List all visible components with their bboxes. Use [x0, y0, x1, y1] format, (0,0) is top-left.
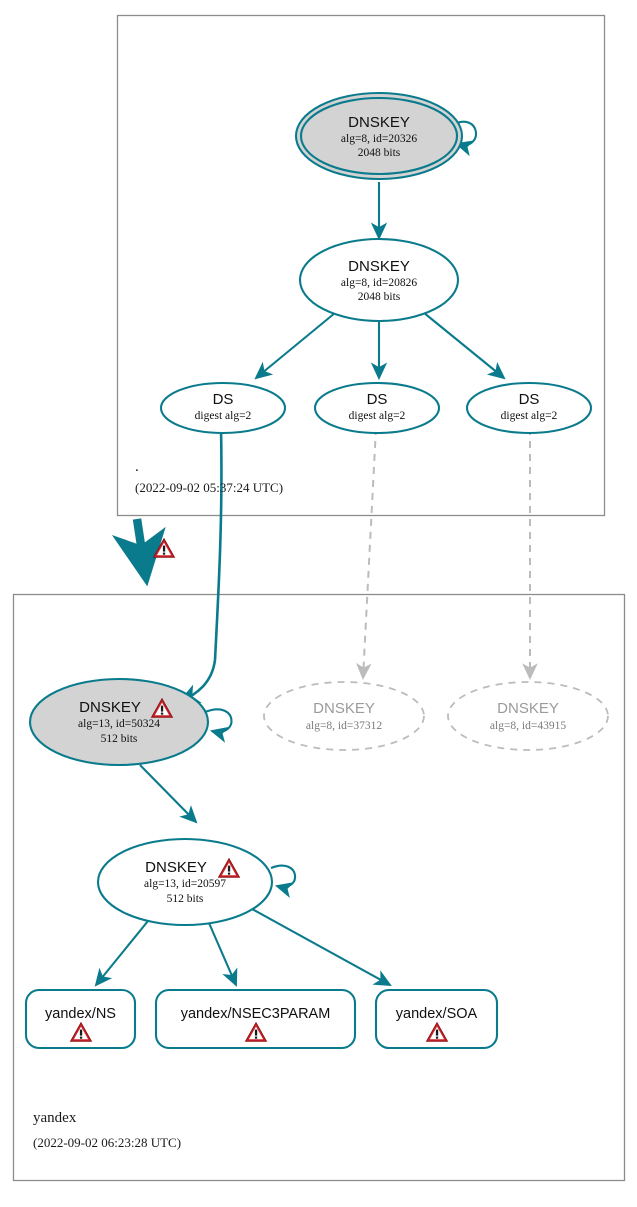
edge-yandexzsk-to-rr-ns [94, 920, 149, 987]
node-ds-1-line2: digest alg=2 [195, 410, 252, 422]
zone-label-yandex-name: yandex [33, 1110, 77, 1126]
edge-yandexksk-to-yandexzsk [139, 764, 198, 824]
edge-rootzsk-to-ds1 [254, 307, 342, 380]
node-root-ksk-title: DNSKEY [348, 114, 410, 131]
node-yandex-orphan-1[interactable]: DNSKEY alg=8, id=37312 [263, 681, 425, 751]
node-yandex-zsk-title: DNSKEY [145, 859, 207, 876]
edge-yandexzsk-to-rr-soa [251, 908, 392, 987]
node-ds-1-title: DS [213, 391, 234, 408]
node-rrset-soa-title: yandex/SOA [396, 1006, 478, 1022]
node-yandex-orphan-2-title: DNSKEY [497, 700, 559, 717]
zone-label-root-timestamp: (2022-09-02 05:37:24 UTC) [135, 480, 284, 495]
zone-container-root [116, 14, 606, 517]
node-yandex-orphan-2[interactable]: DNSKEY alg=8, id=43915 [447, 681, 609, 751]
node-ds-3-title: DS [519, 391, 540, 408]
node-ds-2-line2: digest alg=2 [349, 410, 406, 422]
node-yandex-ksk[interactable]: DNSKEY alg=13, id=50324 512 bits [28, 677, 210, 767]
node-ds-2-title: DS [367, 391, 388, 408]
node-root-zsk-line3: 2048 bits [358, 291, 401, 303]
edge-yandexksk-self-loop [204, 708, 233, 743]
node-rrset-ns[interactable]: yandex/NS [24, 988, 137, 1050]
warning-triangle-icon-delegation [153, 538, 175, 558]
node-rrset-soa[interactable]: yandex/SOA [374, 988, 499, 1050]
node-root-zsk-title: DNSKEY [348, 258, 410, 275]
node-yandex-orphan-2-line2: alg=8, id=43915 [490, 720, 566, 732]
node-yandex-ksk-title: DNSKEY [79, 699, 141, 716]
node-root-ksk-line2: alg=8, id=20326 [341, 133, 417, 145]
node-root-zsk-line2: alg=8, id=20826 [341, 277, 417, 289]
node-root-ksk[interactable]: DNSKEY alg=8, id=20326 2048 bits [294, 91, 464, 181]
node-rrset-nsec3param-title: yandex/NSEC3PARAM [181, 1006, 331, 1022]
node-yandex-orphan-1-line2: alg=8, id=37312 [306, 720, 382, 732]
node-root-ksk-line3: 2048 bits [358, 147, 401, 159]
zone-container-yandex [12, 593, 626, 1182]
edge-ds2-to-orphan1 [355, 427, 377, 680]
node-yandex-ksk-line3: 512 bits [101, 733, 138, 745]
node-yandex-ksk-line2: alg=13, id=50324 [78, 718, 160, 730]
node-rrset-ns-title: yandex/NS [45, 1006, 116, 1022]
edge-yandexzsk-self-loop [270, 864, 297, 898]
zone-label-root-name: . [135, 459, 139, 475]
node-yandex-orphan-1-title: DNSKEY [313, 700, 375, 717]
node-ds-2[interactable]: DS digest alg=2 [313, 381, 441, 435]
node-rrset-nsec3param[interactable]: yandex/NSEC3PARAM [154, 988, 357, 1050]
edge-root-to-yandex-delegation [111, 518, 166, 587]
edge-yandexzsk-to-rr-nsec3param [208, 922, 238, 987]
node-ds-3[interactable]: DS digest alg=2 [465, 381, 593, 435]
edge-rootzsk-to-ds3 [417, 307, 506, 380]
node-yandex-zsk-line3: 512 bits [167, 893, 204, 905]
edge-rootksk-self-loop [451, 120, 478, 157]
node-yandex-zsk-line2: alg=13, id=20597 [144, 878, 226, 890]
node-yandex-zsk[interactable]: DNSKEY alg=13, id=20597 512 bits [96, 837, 274, 927]
node-ds-1[interactable]: DS digest alg=2 [159, 381, 287, 435]
node-ds-3-line2: digest alg=2 [501, 410, 558, 422]
edge-ds1-to-yandex-ksk [177, 427, 223, 704]
zone-label-yandex-timestamp: (2022-09-02 06:23:28 UTC) [33, 1135, 182, 1150]
node-root-zsk[interactable]: DNSKEY alg=8, id=20826 2048 bits [298, 237, 460, 323]
